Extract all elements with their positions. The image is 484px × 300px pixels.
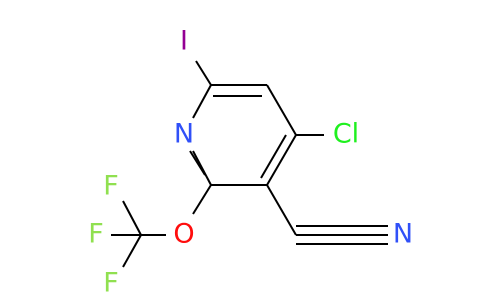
bond-cf3-f-top xyxy=(122,200,142,236)
bond-c2-o xyxy=(192,184,212,215)
oxygen-label: O xyxy=(173,219,194,250)
bond-cf3-f-bottom xyxy=(122,234,142,268)
bond-c5-c4 xyxy=(266,84,297,136)
bond-c2-n xyxy=(192,150,212,186)
fluorine-bottom-label: F xyxy=(103,268,119,299)
bond-c6-i xyxy=(195,60,212,86)
bond-c4-c3 xyxy=(266,134,297,186)
bond-n-c6 xyxy=(192,84,212,119)
bonds xyxy=(111,60,388,268)
atom-labels: I N Cl O N F F F xyxy=(88,26,413,299)
bond-c4-c3-inner xyxy=(260,134,287,179)
chlorine-label: Cl xyxy=(333,119,359,150)
bond-c2-n-inner xyxy=(189,150,206,176)
iodine-label: I xyxy=(180,26,188,57)
bond-c3-ch2 xyxy=(266,184,297,236)
nitrile-nitrogen-label: N xyxy=(393,219,413,250)
ring-nitrogen-label: N xyxy=(174,119,194,150)
fluorine-left-label: F xyxy=(88,219,104,250)
fluorine-top-label: F xyxy=(103,171,119,202)
